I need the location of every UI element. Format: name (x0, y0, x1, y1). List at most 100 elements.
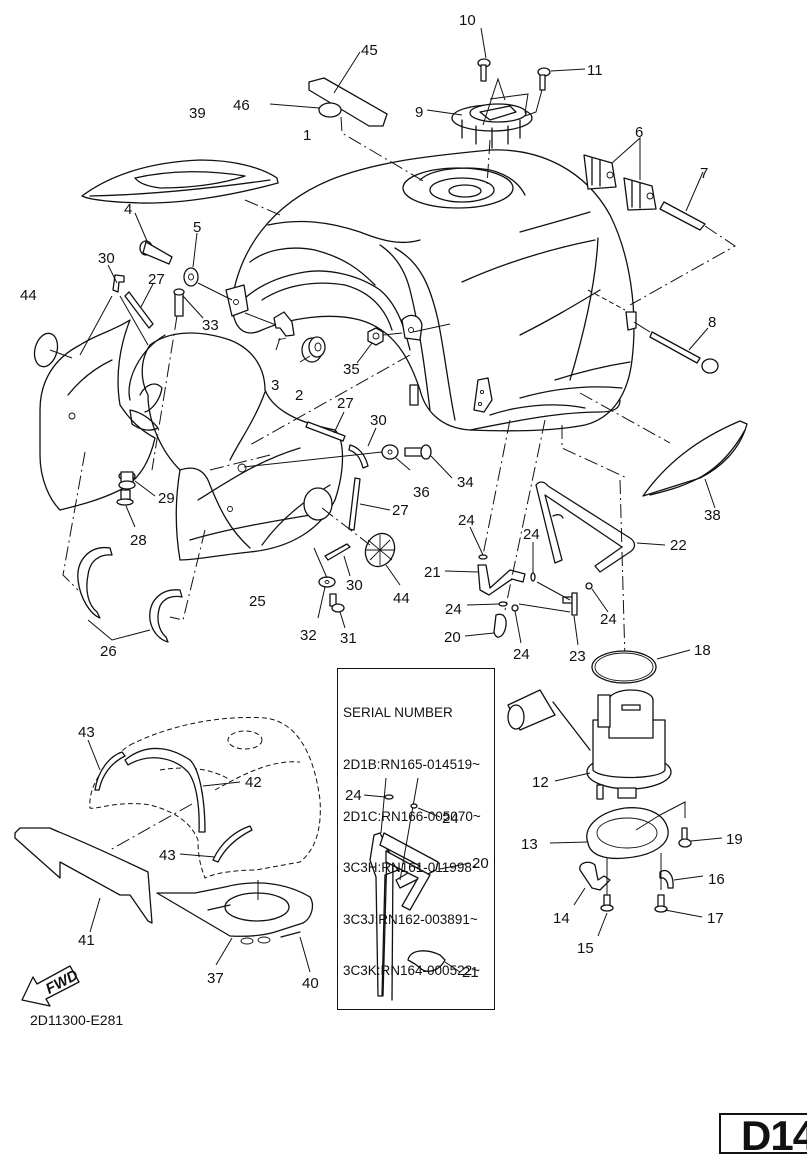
part-29-grommet (118, 471, 136, 490)
page-id: D14 (741, 1113, 807, 1154)
serial-number-box (337, 668, 495, 1010)
diagram-code: 2D11300-E281 (30, 1012, 124, 1028)
callout-27b: 27 (337, 395, 354, 412)
part-15-screw (600, 894, 614, 912)
serial-box-part-21-clamp (407, 950, 446, 972)
serial-number-entry: 2D1C:RN166-005070~ (343, 808, 481, 824)
part-36-washer (381, 444, 399, 460)
callout-6: 6 (635, 124, 643, 141)
part-35-nut (367, 327, 384, 346)
callout-16: 16 (708, 871, 725, 888)
callout-7: 7 (700, 165, 708, 182)
part-45-label (308, 77, 388, 127)
part-43-trim-top (94, 751, 126, 791)
part-7-pin (659, 201, 706, 231)
callout-30c: 30 (346, 577, 363, 594)
callout-34: 34 (457, 474, 474, 491)
part-22-hose (535, 481, 636, 573)
part-21-hose (477, 564, 526, 596)
callout-1: 1 (303, 127, 311, 144)
callout-14: 14 (553, 910, 570, 927)
callout-15: 15 (577, 940, 594, 957)
serial-number-list: SERIAL NUMBER 2D1B:RN165-014519~ 2D1C:RN… (343, 670, 481, 997)
part-26-trims (77, 547, 183, 643)
part-27-strip-top (124, 291, 154, 329)
callout-20b: 20 (472, 855, 489, 872)
callout-24a: 24 (458, 512, 475, 529)
serial-number-entry: 3C3H:RN161-011998~ (343, 860, 480, 876)
callout-12: 12 (532, 774, 549, 791)
callout-19: 19 (726, 831, 743, 848)
callout-17: 17 (707, 910, 724, 927)
callout-23: 23 (569, 648, 586, 665)
ghost-tank (89, 717, 321, 879)
serial-number-heading: SERIAL NUMBER (343, 705, 453, 721)
part-33-bolt (173, 288, 185, 317)
part-12-fuel-pump (507, 689, 672, 800)
part-24-clamps (478, 554, 593, 612)
callout-40: 40 (302, 975, 319, 992)
callout-22: 22 (670, 537, 687, 554)
part-43-trim-bottom (212, 825, 253, 863)
part-38-panel (642, 420, 748, 497)
callout-33: 33 (202, 317, 219, 334)
callout-24e: 24 (600, 611, 617, 628)
serial-number-entry: 3C3K:RN164-000522~ (343, 963, 480, 979)
fwd-arrow-icon (21, 965, 80, 1007)
part-41-panel (14, 827, 153, 924)
callout-8: 8 (708, 314, 716, 331)
callout-32: 32 (300, 627, 317, 644)
part-20-hose (493, 613, 507, 638)
callout-24c: 24 (445, 601, 462, 618)
part-13-retainer-plate (586, 807, 669, 860)
part-17-screw (654, 894, 668, 913)
part-19-bolt (678, 827, 692, 848)
side-cover (128, 332, 344, 561)
callout-21: 21 (424, 564, 441, 581)
callout-24b: 24 (523, 526, 540, 543)
fuel-tank (225, 149, 637, 432)
callout-35: 35 (343, 361, 360, 378)
part-9-fuel-cap (451, 103, 533, 186)
part-30-clip-low (324, 543, 351, 561)
serial-box-clamp-24b (410, 803, 418, 809)
part-16-clamp (659, 869, 674, 889)
part-34-bolt (404, 444, 432, 460)
part-30-clip-mid (348, 444, 369, 469)
callout-41: 41 (78, 932, 95, 949)
callout-20: 20 (444, 629, 461, 646)
callout-42: 42 (245, 774, 262, 791)
callout-30a: 30 (98, 250, 115, 267)
part-14-bracket (579, 861, 611, 891)
part-27-strip-mid (305, 421, 346, 442)
callout-2: 2 (295, 387, 303, 404)
callout-45: 45 (361, 42, 378, 59)
callout-43a: 43 (78, 724, 95, 741)
page-id-box: D14 (719, 1113, 807, 1154)
part-42-trim (124, 747, 206, 833)
callout-labels: 1 2 3 4 5 6 7 8 9 10 11 12 13 14 15 16 1… (20, 12, 743, 992)
callout-9: 9 (415, 104, 423, 121)
callout-30b: 30 (370, 412, 387, 429)
part-40-sheet-cutout (224, 892, 290, 922)
callout-5: 5 (193, 219, 201, 236)
part-4-bolt (139, 240, 173, 265)
serial-number-entry: 3C3J:RN162-003891~ (343, 911, 478, 927)
callout-46: 46 (233, 97, 250, 114)
callout-37: 37 (207, 970, 224, 987)
part-27-strip-low (348, 477, 361, 531)
callout-44a: 44 (20, 287, 37, 304)
part-39-pad (81, 159, 279, 204)
part-46-label (318, 102, 342, 118)
callout-44b: 44 (393, 590, 410, 607)
serial-number-entry: 2D1B:RN165-014519~ (343, 757, 480, 772)
callout-38: 38 (704, 507, 721, 524)
part-5-washer (183, 267, 199, 287)
callout-10: 10 (459, 12, 476, 29)
callout-13: 13 (521, 836, 538, 853)
part-8-bolt (649, 331, 719, 374)
part-31-screw (329, 593, 345, 613)
part-44-right-grill (364, 532, 396, 568)
callout-31: 31 (340, 630, 357, 647)
